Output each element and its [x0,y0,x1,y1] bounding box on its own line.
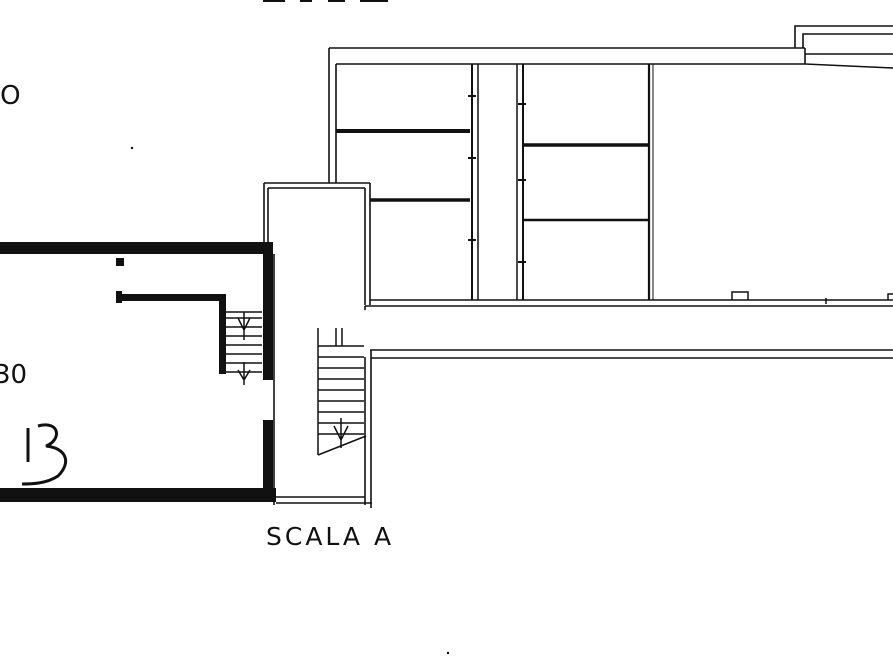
stair-flight [317,328,367,456]
left-unit-room-mark [21,423,68,486]
upper-building-rooms [336,64,893,304]
left-unit-small-stair [226,311,262,385]
staircase-block [263,182,372,508]
left-edge-label-top: -O [0,81,21,111]
upper-building-outline [328,25,893,359]
left-unit-walls [0,242,276,502]
staircase-label: SCALA A [266,522,394,551]
stray-marks [130,146,450,655]
left-edge-label-middle: 30 [0,360,27,390]
